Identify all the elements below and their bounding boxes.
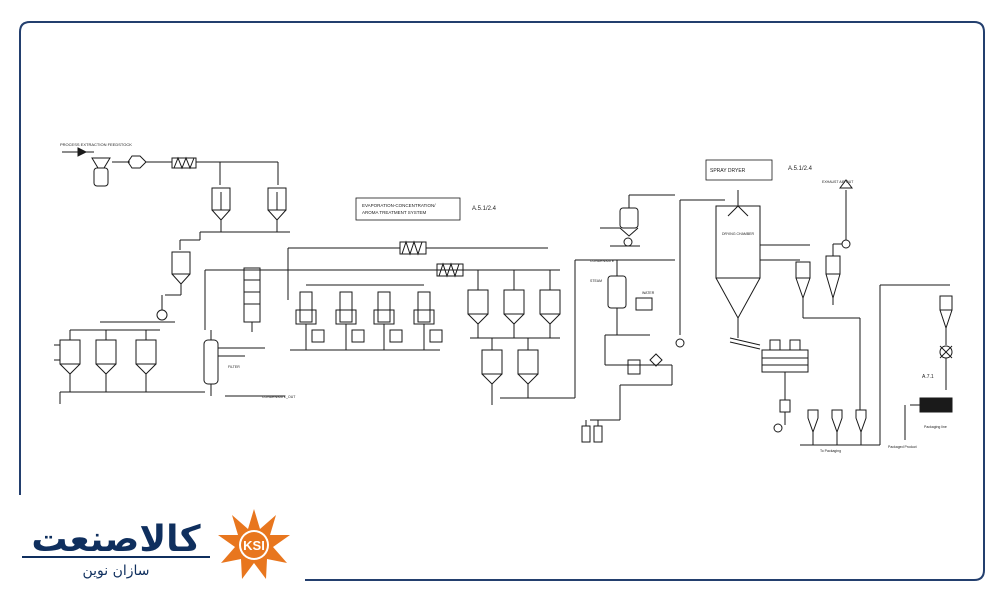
- dryer-chamber-label: DRYING CHAMBER: [722, 232, 754, 236]
- exhaust-label: EXHAUST AIR OUT: [822, 180, 854, 184]
- condensate-out-label: CONDENSATE_OUT: [262, 395, 296, 399]
- evaporation-title-line2: AROMA TREATMENT SYSTEM: [362, 210, 427, 215]
- to-packaging-label: To Packaging: [820, 449, 841, 453]
- brand-tagline: سازان نوین: [82, 563, 149, 579]
- brand-logo: کالاصنعت سازان نوین KSI: [14, 505, 304, 590]
- water-label: WATER: [642, 291, 655, 295]
- brand-name: کالاصنعت: [31, 519, 200, 560]
- spray-dryer-ref: A.5.1/2.4: [788, 166, 813, 172]
- product-label: Packaged Product: [888, 445, 917, 449]
- diagram-labels: PROCESS EXTRACTION FEEDSTOCK EVAPORATION…: [60, 142, 947, 453]
- frame-border: [19, 21, 985, 581]
- evaporation-title-box: [355, 197, 461, 221]
- spray-dryer-title-box: [705, 159, 773, 181]
- condensate-label: CONDENSATE: [590, 259, 615, 263]
- packaging-label: Packaging line: [924, 425, 947, 429]
- evaporation-ref: A.5.1/2.4: [472, 206, 497, 212]
- section-ref: A.7.1: [922, 374, 934, 380]
- brand-emblem-text: KSI: [243, 538, 265, 553]
- filter-label: FILTER: [228, 365, 240, 369]
- feed-label: PROCESS EXTRACTION FEEDSTOCK: [60, 142, 132, 147]
- process-flow-diagram: [54, 147, 953, 446]
- brand-emblem-icon: KSI: [218, 509, 290, 579]
- spray-dryer-title: SPRAY DRYER: [710, 168, 746, 174]
- evaporation-title-line1: EVAPORATION-CONCENTRATION/: [362, 203, 436, 208]
- steam-label: STEAM: [590, 279, 602, 283]
